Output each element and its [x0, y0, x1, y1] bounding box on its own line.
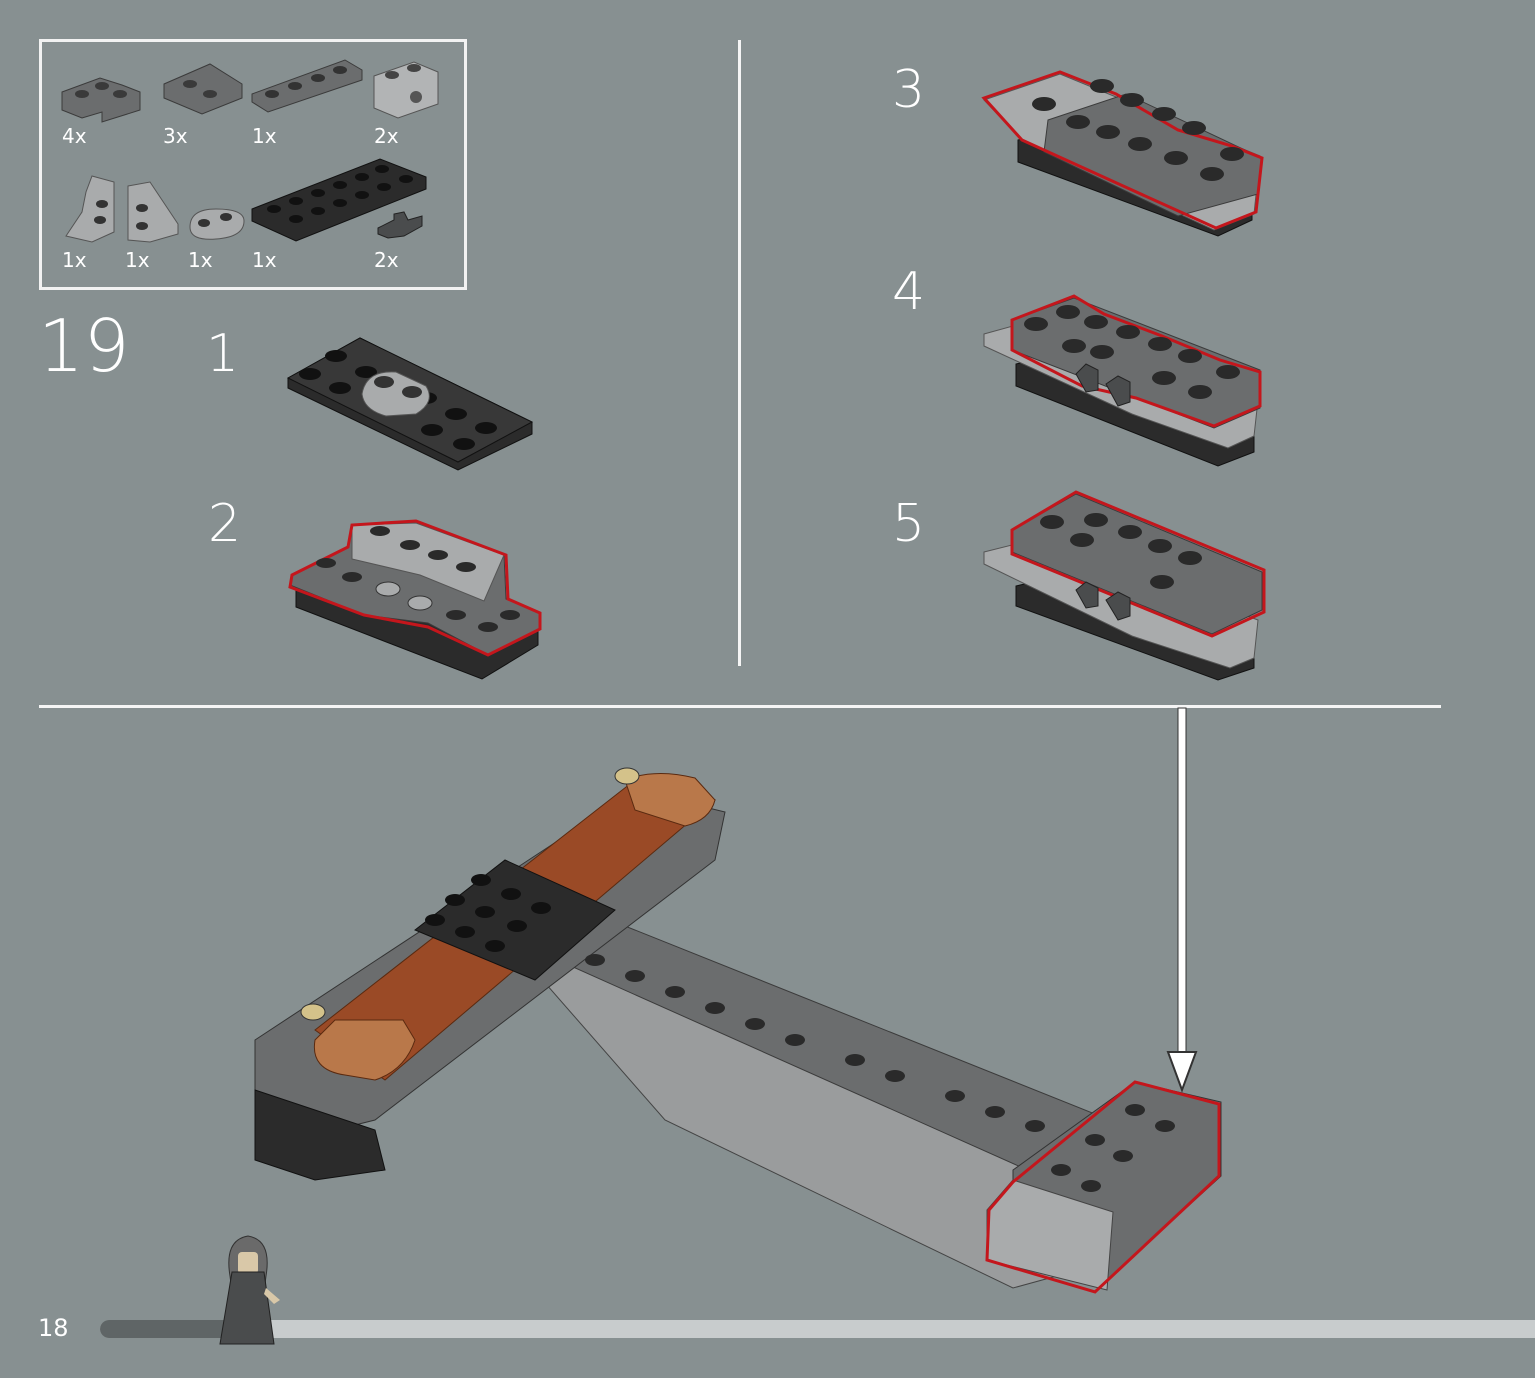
part-clip-icon — [377, 211, 423, 239]
substep-1-assembly — [286, 337, 534, 471]
part-wedge-plate-icon — [163, 63, 243, 115]
part-brick-with-hole-icon — [373, 61, 439, 119]
arrow-down-icon — [1166, 707, 1198, 1093]
column-divider — [738, 40, 741, 666]
step-number: 19 — [38, 304, 130, 388]
qty-label: 3x — [163, 124, 188, 148]
part-black-plate-2x6-icon — [251, 158, 427, 242]
progress-track — [100, 1320, 1535, 1338]
minifigure-icon — [219, 1235, 280, 1345]
qty-label: 4x — [62, 124, 87, 148]
qty-label: 1x — [188, 248, 213, 272]
substep-4-assembly — [983, 294, 1262, 467]
substep-2-assembly — [288, 519, 542, 680]
part-wedge-right-icon — [127, 181, 179, 243]
qty-label: 2x — [374, 248, 399, 272]
page-number: 18 — [38, 1314, 69, 1342]
part-wedge-left-icon — [65, 175, 115, 243]
qty-label: 2x — [374, 124, 399, 148]
parts-list-box — [39, 39, 467, 290]
substep-3-assembly — [981, 70, 1264, 237]
section-divider — [39, 705, 1441, 708]
substep-number: 4 — [892, 262, 926, 322]
substep-number: 5 — [892, 494, 926, 554]
substep-number: 3 — [892, 60, 926, 120]
progress-fill — [100, 1320, 244, 1338]
part-plate-1x4-icon — [251, 59, 363, 113]
part-jumper-plate-icon — [189, 208, 245, 240]
part-corner-plate-icon — [61, 77, 141, 123]
qty-label: 1x — [62, 248, 87, 272]
qty-label: 1x — [252, 124, 277, 148]
substep-5-assembly — [983, 490, 1266, 681]
main-assembly — [254, 767, 1222, 1294]
substep-number: 1 — [206, 324, 240, 384]
substep-number: 2 — [208, 494, 242, 554]
qty-label: 1x — [252, 248, 277, 272]
qty-label: 1x — [125, 248, 150, 272]
